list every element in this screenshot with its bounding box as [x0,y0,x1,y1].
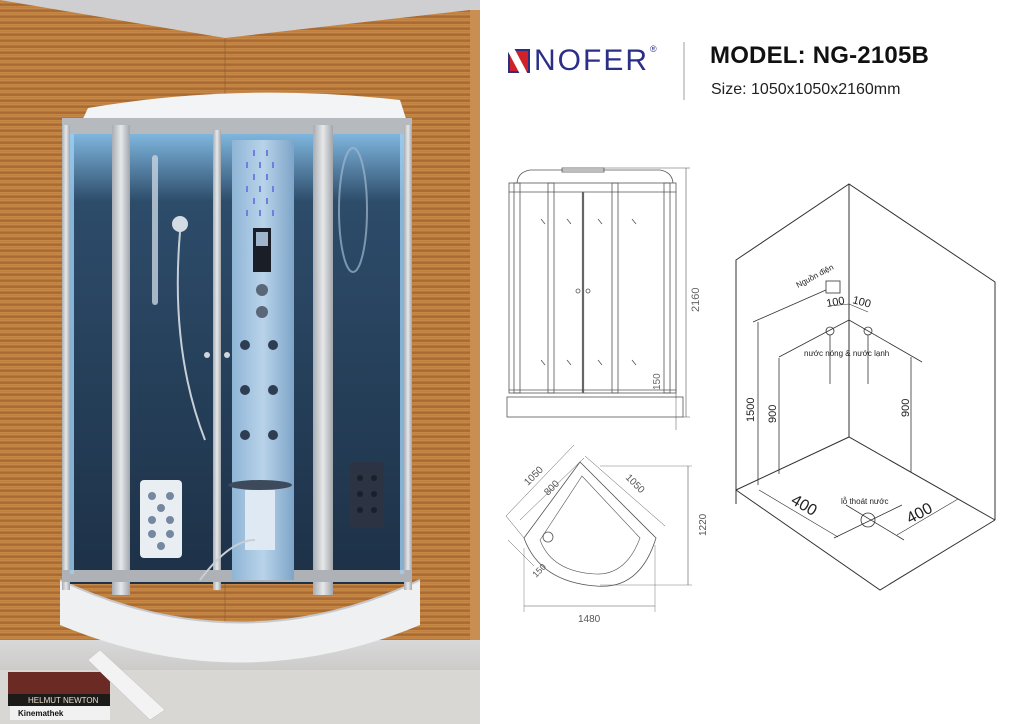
brand-logo: NOFER ® [508,44,657,77]
label-drain-hole: lỗ thoát nước [841,497,889,506]
size-label: Size: 1050x1050x2160mm [711,81,901,98]
book-title-1: HELMUT NEWTON [28,696,99,705]
dim-water-height-right: 900 [900,399,912,417]
registered-mark: ® [650,44,657,54]
dim-base: 150 [652,373,663,390]
dim-width: 1480 [578,614,601,625]
front-elevation-drawing [506,167,690,430]
dim-drain-right: 400 [904,500,936,528]
shower-cabin-illustration: HELMUT NEWTON Kinemathek [0,0,480,724]
dim-side-a: 1050 [522,464,546,488]
brand-name: NOFER [534,44,649,77]
product-photo: HELMUT NEWTON Kinemathek [0,0,480,724]
installation-drawing [735,183,996,591]
dim-drain-left: 400 [788,492,820,520]
model-title: MODEL: NG-2105B [710,42,930,69]
dim-depth: 1220 [698,513,709,536]
dim-offset-left: 100 [825,295,845,310]
label-hot-cold-water: nước nóng & nước lạnh [804,349,889,358]
dim-tray: 150 [530,562,548,580]
dim-water-height-left: 900 [767,405,779,423]
header-divider [683,42,685,100]
label-power-source: Nguồn điện [795,263,835,290]
dim-power-height: 1500 [745,398,757,422]
plan-view-drawing [505,444,692,612]
dim-height: 2160 [690,288,702,312]
spec-panel: NOFER ® MODEL: NG-2105B Size: 1050x1050x… [480,0,1024,724]
nofer-logo-icon [508,49,530,73]
dim-offset-right: 100 [851,294,872,310]
book-title-2: Kinemathek [18,709,64,718]
technical-drawings: 2160 150 1050 800 1050 150 1220 1480 [505,167,996,625]
